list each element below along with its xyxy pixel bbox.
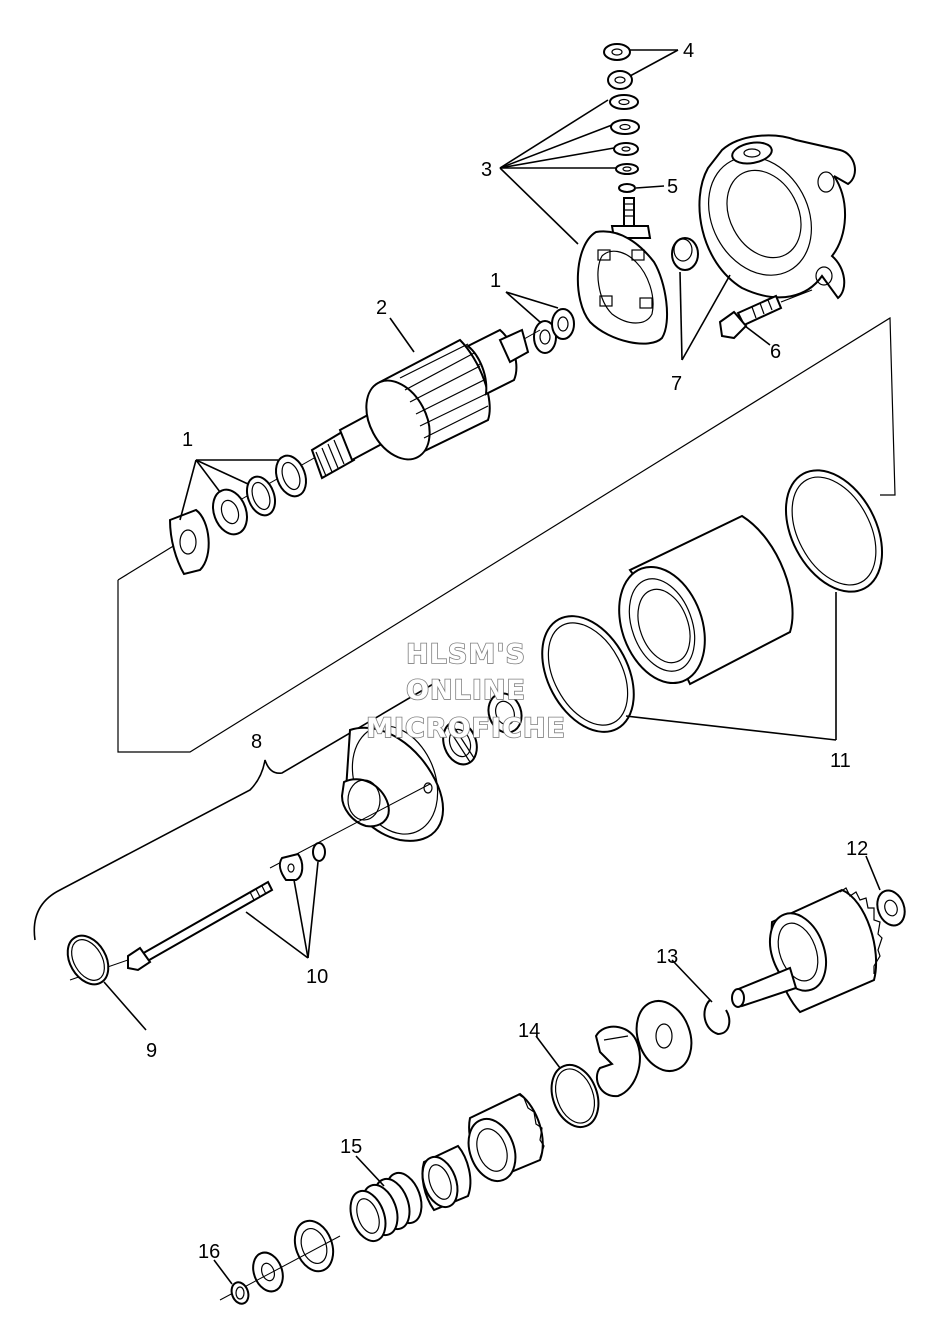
spring-part (349, 1171, 423, 1243)
callout-3: 3 (481, 159, 492, 181)
lower-washers-part (168, 454, 307, 576)
snap-ring-large-part (550, 1064, 600, 1128)
front-housing-part (269, 725, 444, 869)
callout-6: 6 (770, 341, 781, 363)
group-8-bracket (33, 679, 441, 941)
callout-10: 10 (306, 966, 328, 988)
o-ring-large-part (541, 469, 884, 733)
washer-stack-part (609, 94, 640, 175)
callout-12: 12 (846, 838, 868, 860)
through-bolt-part (69, 880, 274, 981)
yoke-part (618, 514, 794, 686)
watermark-line-3: MICROFICHE (366, 713, 566, 744)
callout-1-lower: 1 (182, 429, 193, 451)
callout-11: 11 (830, 750, 851, 772)
armature-part (239, 328, 541, 501)
callout-9: 9 (146, 1040, 157, 1062)
callout-7: 7 (671, 373, 682, 395)
screw-part (718, 289, 813, 340)
callout-13: 13 (656, 946, 678, 968)
callout-14: 14 (518, 1020, 540, 1042)
watermark-line-1: HLSM'S (406, 639, 526, 670)
snap-ring-part (703, 999, 731, 1036)
pinion-gear-part (467, 1092, 545, 1182)
watermark-line-2: ONLINE (406, 675, 526, 706)
o-ring-front-part (66, 934, 110, 986)
nut-part (603, 43, 633, 90)
callout-16: 16 (198, 1241, 220, 1263)
callout-labels: 4 3 5 1 2 6 7 1 8 11 12 10 9 13 14 15 16 (146, 40, 868, 1263)
clip-part (230, 1281, 250, 1305)
callout-4: 4 (683, 40, 694, 62)
stop-collar-part (594, 1000, 693, 1098)
watermark: HLSM'S ONLINE MICROFICHE (365, 638, 566, 745)
o-ring-part (618, 183, 636, 193)
lock-washer-part (278, 842, 326, 881)
sleeve-part (421, 1144, 472, 1212)
clutch-gear-part (731, 887, 906, 1014)
callout-8: 8 (251, 731, 262, 753)
bushing-part (671, 237, 699, 271)
end-cover-part (698, 134, 856, 300)
callout-2: 2 (376, 297, 387, 319)
leader-lines (103, 49, 881, 1285)
bearing-part (442, 692, 523, 766)
upper-washers-part (533, 308, 575, 354)
brush-plate-part (576, 197, 668, 345)
callout-5: 5 (667, 176, 678, 198)
callout-1-upper: 1 (490, 270, 501, 292)
assembly-bracket (117, 316, 896, 753)
callout-15: 15 (340, 1136, 362, 1158)
